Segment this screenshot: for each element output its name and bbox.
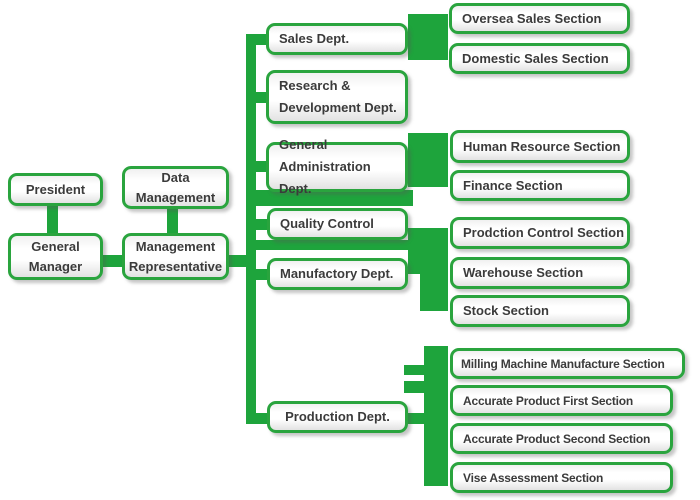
connector-mgmtrep-trunk <box>229 255 247 267</box>
org-node-management-representative: Management Representative <box>122 233 229 280</box>
org-node-research-dept-label: Research & Development Dept. <box>279 78 397 115</box>
org-node-milling-machine-section: Milling Machine Manufacture Section <box>450 348 685 379</box>
org-node-general-admin-dept: General Administration Dept. <box>266 137 408 196</box>
connector-stub-sales <box>254 34 267 45</box>
connector-band-genadmin <box>246 190 413 206</box>
connector-trunk <box>246 34 256 424</box>
connector-gm-mgmtrep <box>100 255 123 267</box>
org-node-prodction-control-section-label: Prodction Control Section <box>463 225 625 240</box>
org-node-production-dept-label: Production Dept. <box>285 409 390 424</box>
connector-stub-research <box>254 92 267 103</box>
org-node-accurate-second-section: Accurate Product Second Section <box>450 423 673 454</box>
org-node-warehouse-section: Warehouse Section <box>450 257 630 289</box>
org-node-president-label: President <box>25 181 86 197</box>
org-node-sales-dept: Sales Dept. <box>266 23 408 55</box>
org-node-president: President <box>8 173 103 206</box>
org-node-domestic-sales-section: Domestic Sales Section <box>449 43 630 74</box>
org-node-accurate-first-section-label: Accurate Product First Section <box>463 393 634 408</box>
org-node-general-admin-dept-label: General Administration Dept. <box>279 137 371 196</box>
org-node-quality-control-label: Quality Control <box>280 216 374 231</box>
org-node-human-resource-section-label: Human Resource Section <box>463 138 621 154</box>
org-node-stock-section-label: Stock Section <box>463 303 549 318</box>
org-node-manufactory-dept-label: Manufactory Dept. <box>280 266 394 281</box>
connector-band-quality-manufactory <box>246 240 420 250</box>
connector-production-bar <box>424 346 448 486</box>
connector-block-mid-bar <box>420 228 448 311</box>
org-node-manufactory-dept: Manufactory Dept. <box>267 258 408 290</box>
connector-production-spur-2 <box>404 381 424 393</box>
org-node-oversea-sales-section-label: Oversea Sales Section <box>462 10 602 26</box>
org-node-finance-section: Finance Section <box>450 170 630 201</box>
org-node-domestic-sales-section-label: Domestic Sales Section <box>462 50 609 66</box>
org-node-vise-assessment-section-label: Vise Assessment Section <box>463 470 604 485</box>
org-node-stock-section: Stock Section <box>450 295 630 327</box>
org-node-data-management-label: Data Management <box>135 169 216 205</box>
org-node-accurate-second-section-label: Accurate Product Second Section <box>463 431 651 446</box>
org-node-milling-machine-section-label: Milling Machine Manufacture Section <box>461 356 665 371</box>
connector-production-spur-1 <box>404 365 424 375</box>
connector-stub-manufactory <box>254 269 267 280</box>
org-node-warehouse-section-label: Warehouse Section <box>463 265 584 280</box>
org-node-human-resource-section: Human Resource Section <box>450 130 630 163</box>
org-node-oversea-sales-section: Oversea Sales Section <box>449 3 630 34</box>
connector-block-sales-children <box>408 14 448 60</box>
org-node-quality-control: Quality Control <box>267 208 408 240</box>
org-node-prodction-control-section: Prodction Control Section <box>450 217 630 249</box>
org-node-research-dept: Research & Development Dept. <box>266 70 408 124</box>
org-node-data-management: Data Management <box>122 166 229 209</box>
connector-block-mid-stub <box>408 228 422 274</box>
connector-stub-genadmin <box>254 161 267 172</box>
connector-stub-quality <box>254 219 267 230</box>
connector-block-hr-finance <box>408 133 448 187</box>
org-node-sales-dept-label: Sales Dept. <box>279 31 350 46</box>
org-node-finance-section-label: Finance Section <box>463 177 563 193</box>
org-node-vise-assessment-section: Vise Assessment Section <box>450 462 673 493</box>
connector-production-stub <box>408 413 426 424</box>
org-node-general-manager: General Manager <box>8 233 103 280</box>
org-node-accurate-first-section: Accurate Product First Section <box>450 385 673 416</box>
connector-president-gm <box>47 205 58 235</box>
org-node-management-representative-label: Management Representative <box>128 238 223 274</box>
org-node-general-manager-label: General Manager <box>28 238 83 274</box>
connector-datamgmt-mgmtrep <box>167 208 178 235</box>
connector-stub-production <box>254 413 267 424</box>
org-node-production-dept: Production Dept. <box>267 401 408 433</box>
